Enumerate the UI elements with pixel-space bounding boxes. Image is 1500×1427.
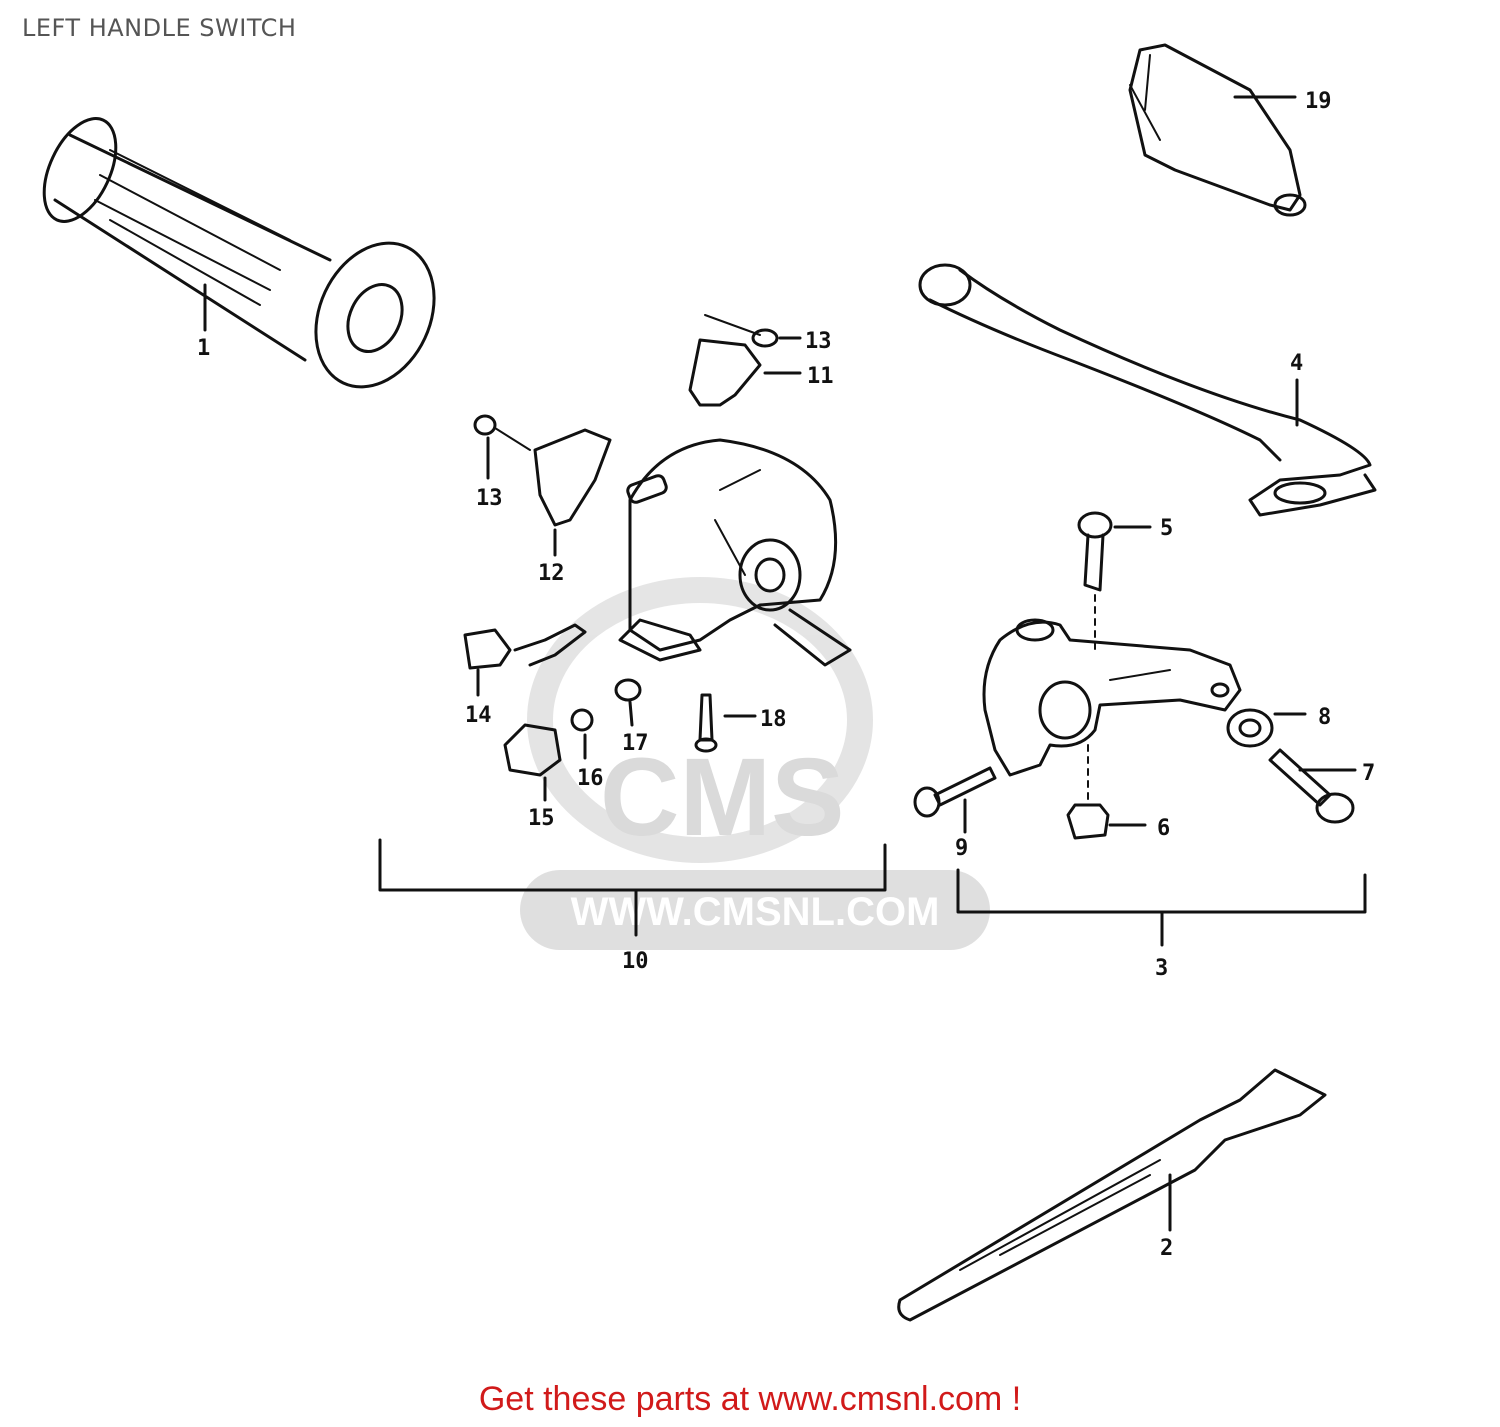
part-clutch-lever[interactable] xyxy=(918,263,1377,517)
callout-11[interactable]: 11 xyxy=(807,364,834,389)
part-holder-bolt[interactable] xyxy=(913,766,997,834)
callout-labels: 1 2 3 4 5 6 7 8 9 10 11 12 13 13 14 15 1… xyxy=(197,89,1375,1261)
get-parts-link[interactable]: Get these parts at www.cmsnl.com ! xyxy=(478,1380,1022,1418)
part-lever-cover[interactable] xyxy=(1128,43,1307,217)
part-nut[interactable] xyxy=(1066,744,1147,840)
callout-10[interactable]: 10 xyxy=(622,949,649,974)
callout-13-lower[interactable]: 13 xyxy=(476,486,503,511)
callout-3[interactable]: 3 xyxy=(1155,956,1168,981)
part-switch-knob-lower[interactable] xyxy=(473,414,612,557)
part-pivot-bolt[interactable] xyxy=(1077,511,1152,651)
watermark-logo: CMS xyxy=(600,736,844,859)
callout-17[interactable]: 17 xyxy=(622,731,649,756)
part-grip[interactable] xyxy=(30,107,457,406)
callout-13-upper[interactable]: 13 xyxy=(805,329,832,354)
callout-15[interactable]: 15 xyxy=(528,806,555,831)
callout-14[interactable]: 14 xyxy=(465,703,492,728)
part-adjuster-bolt[interactable] xyxy=(1268,748,1357,824)
callout-4[interactable]: 4 xyxy=(1290,351,1303,376)
part-strap[interactable] xyxy=(897,1068,1327,1322)
part-switch-housing[interactable] xyxy=(618,438,852,667)
bracket-lever-holder xyxy=(956,868,1367,947)
part-switch-screw[interactable] xyxy=(694,693,757,753)
callout-8[interactable]: 8 xyxy=(1318,705,1331,730)
callout-6[interactable]: 6 xyxy=(1157,816,1170,841)
callout-16[interactable]: 16 xyxy=(577,766,604,791)
watermark-ring xyxy=(527,577,873,863)
callout-19[interactable]: 19 xyxy=(1305,89,1332,114)
bracket-switch-assembly xyxy=(378,838,887,937)
watermark-url: WWW.CMSNL.COM xyxy=(571,890,940,934)
part-switch-block[interactable] xyxy=(503,723,562,802)
callout-5[interactable]: 5 xyxy=(1160,516,1173,541)
part-screw-17[interactable] xyxy=(614,678,642,727)
part-locknut[interactable] xyxy=(1226,708,1307,748)
callout-9[interactable]: 9 xyxy=(955,836,968,861)
callout-18[interactable]: 18 xyxy=(760,707,787,732)
callout-12[interactable]: 12 xyxy=(538,561,565,586)
part-switch-knob-upper[interactable] xyxy=(688,314,802,407)
callout-2[interactable]: 2 xyxy=(1160,1236,1173,1261)
callout-7[interactable]: 7 xyxy=(1362,761,1375,786)
part-ball[interactable] xyxy=(570,708,594,760)
page-title: LEFT HANDLE SWITCH xyxy=(22,14,297,42)
part-lever-holder[interactable] xyxy=(982,618,1242,777)
callout-1[interactable]: 1 xyxy=(197,336,210,361)
part-switch-terminal[interactable] xyxy=(463,623,587,697)
